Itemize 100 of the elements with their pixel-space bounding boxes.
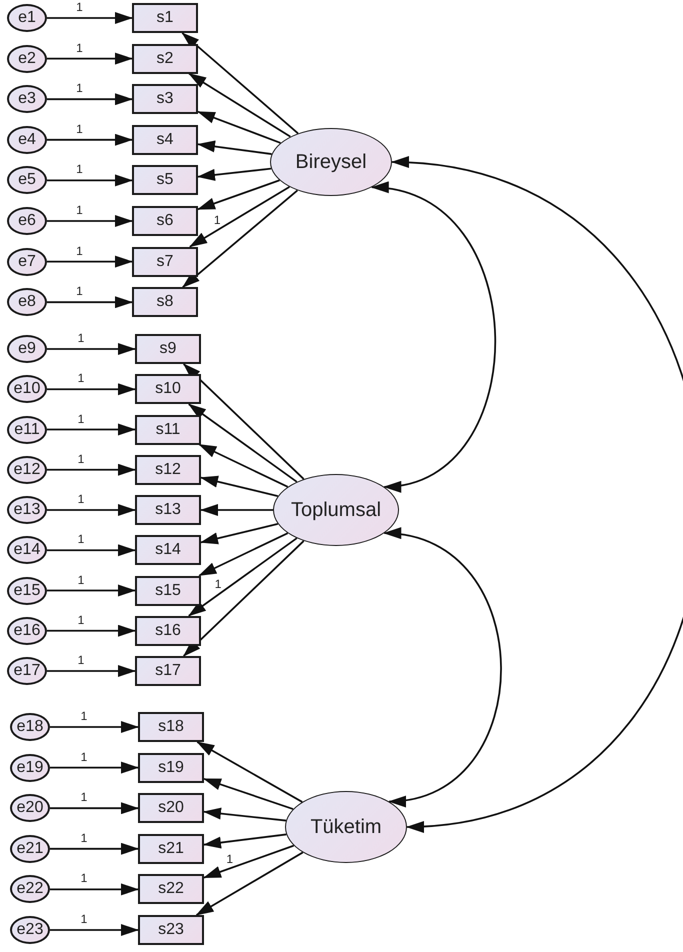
arrow [203, 834, 286, 849]
arrow [197, 140, 272, 155]
edge-label: 1 [75, 42, 84, 54]
arrow [197, 110, 281, 144]
edge-label: 1 [75, 1, 84, 13]
error-circle: e15 [7, 576, 47, 604]
edge-label: 1 [75, 285, 84, 298]
observed-variable-box: s21 [138, 834, 204, 864]
error-circle: e13 [7, 496, 47, 524]
arrow [182, 190, 298, 288]
edge-label: 1 [80, 913, 88, 925]
arrow [47, 134, 133, 146]
edge-label: 1 [225, 852, 234, 865]
error-circle: e1 [7, 4, 47, 32]
error-circle: e18 [10, 713, 50, 741]
error-circle: e2 [7, 44, 47, 73]
error-circle: e5 [7, 166, 47, 194]
error-circle: e11 [7, 416, 47, 444]
arrow [47, 665, 136, 677]
edge-label: 1 [76, 412, 86, 424]
arrow [50, 883, 139, 896]
observed-variable-box: s7 [132, 246, 198, 277]
arrow [182, 540, 304, 657]
edge-label: 1 [80, 791, 88, 804]
observed-variable-box: s11 [135, 414, 201, 444]
edge-label: 1 [76, 452, 86, 465]
arrow [198, 444, 288, 488]
edge-label: 1 [76, 332, 86, 344]
arrow [197, 179, 280, 210]
observed-variable-box: s18 [138, 712, 204, 742]
observed-variable-box: s17 [135, 656, 201, 686]
error-circle: e6 [7, 207, 47, 235]
arrow [47, 256, 133, 268]
arrow [203, 808, 286, 822]
observed-variable-box: s14 [135, 535, 201, 566]
observed-variable-box: s3 [132, 84, 198, 114]
error-circle: e4 [7, 126, 47, 154]
observed-variable-box: s15 [135, 576, 201, 606]
arrow [47, 174, 133, 186]
arrow [50, 924, 139, 936]
edge-label: 1 [80, 750, 88, 763]
arrow [47, 424, 136, 436]
observed-variable-box: s5 [132, 165, 198, 196]
arrow [196, 741, 303, 803]
observed-variable-box: s9 [135, 334, 201, 364]
observed-variable-box: s1 [132, 3, 198, 33]
error-circle: e21 [10, 834, 50, 863]
observed-variable-box: s10 [135, 374, 201, 404]
edge-label: 1 [75, 204, 84, 216]
arrow [196, 852, 304, 916]
arrow [50, 762, 139, 774]
latent-variable-ellipse: Tüketim [285, 791, 407, 863]
arrow [47, 215, 133, 227]
observed-variable-box: s19 [138, 752, 204, 783]
latent-variable-ellipse: Bireysel [270, 128, 392, 196]
observed-variable-box: s4 [132, 124, 198, 155]
arrow [182, 32, 299, 134]
arrow [47, 464, 136, 476]
edge-label: 1 [80, 832, 88, 844]
arrow [47, 93, 133, 106]
observed-variable-box: s13 [135, 495, 201, 525]
arrow [189, 186, 290, 248]
error-circle: e16 [7, 616, 47, 645]
edge-label: 1 [214, 578, 222, 590]
observed-variable-box: s6 [132, 206, 198, 236]
observed-variable-box: s22 [138, 874, 204, 904]
error-circle: e22 [10, 875, 50, 904]
edge-label: 1 [76, 493, 86, 505]
arrow [200, 504, 273, 516]
observed-variable-box: s2 [132, 44, 198, 74]
observed-variable-box: s20 [138, 793, 204, 824]
arrow [200, 523, 278, 544]
edge-label: 1 [76, 614, 86, 626]
arrow [50, 802, 139, 814]
observed-variable-box: s12 [135, 454, 201, 485]
arrow [50, 842, 139, 855]
latent-variable-ellipse: Toplumsal [273, 474, 399, 546]
error-circle: e19 [10, 754, 50, 782]
error-circle: e17 [7, 657, 47, 685]
edge-label: 1 [212, 214, 222, 226]
observed-variable-box: s16 [135, 616, 201, 646]
arrow [47, 504, 136, 516]
observed-variable-box: s8 [132, 287, 198, 318]
error-circle: e10 [7, 375, 47, 404]
arrow [188, 72, 291, 138]
arrow [188, 404, 298, 483]
arrow [182, 363, 304, 480]
edge-label: 1 [76, 574, 86, 586]
error-circle: e12 [7, 456, 47, 484]
error-circle: e20 [10, 794, 50, 822]
arrow [203, 778, 294, 810]
edge-label: 1 [75, 163, 84, 176]
edge-label: 1 [76, 654, 86, 666]
edge-label: 1 [80, 710, 88, 722]
error-circle: e3 [7, 85, 47, 114]
observed-variable-box: s23 [138, 915, 204, 945]
edge-label: 1 [76, 533, 86, 546]
error-circle: e9 [7, 335, 47, 363]
arrow [47, 12, 133, 24]
arrow [47, 296, 133, 308]
